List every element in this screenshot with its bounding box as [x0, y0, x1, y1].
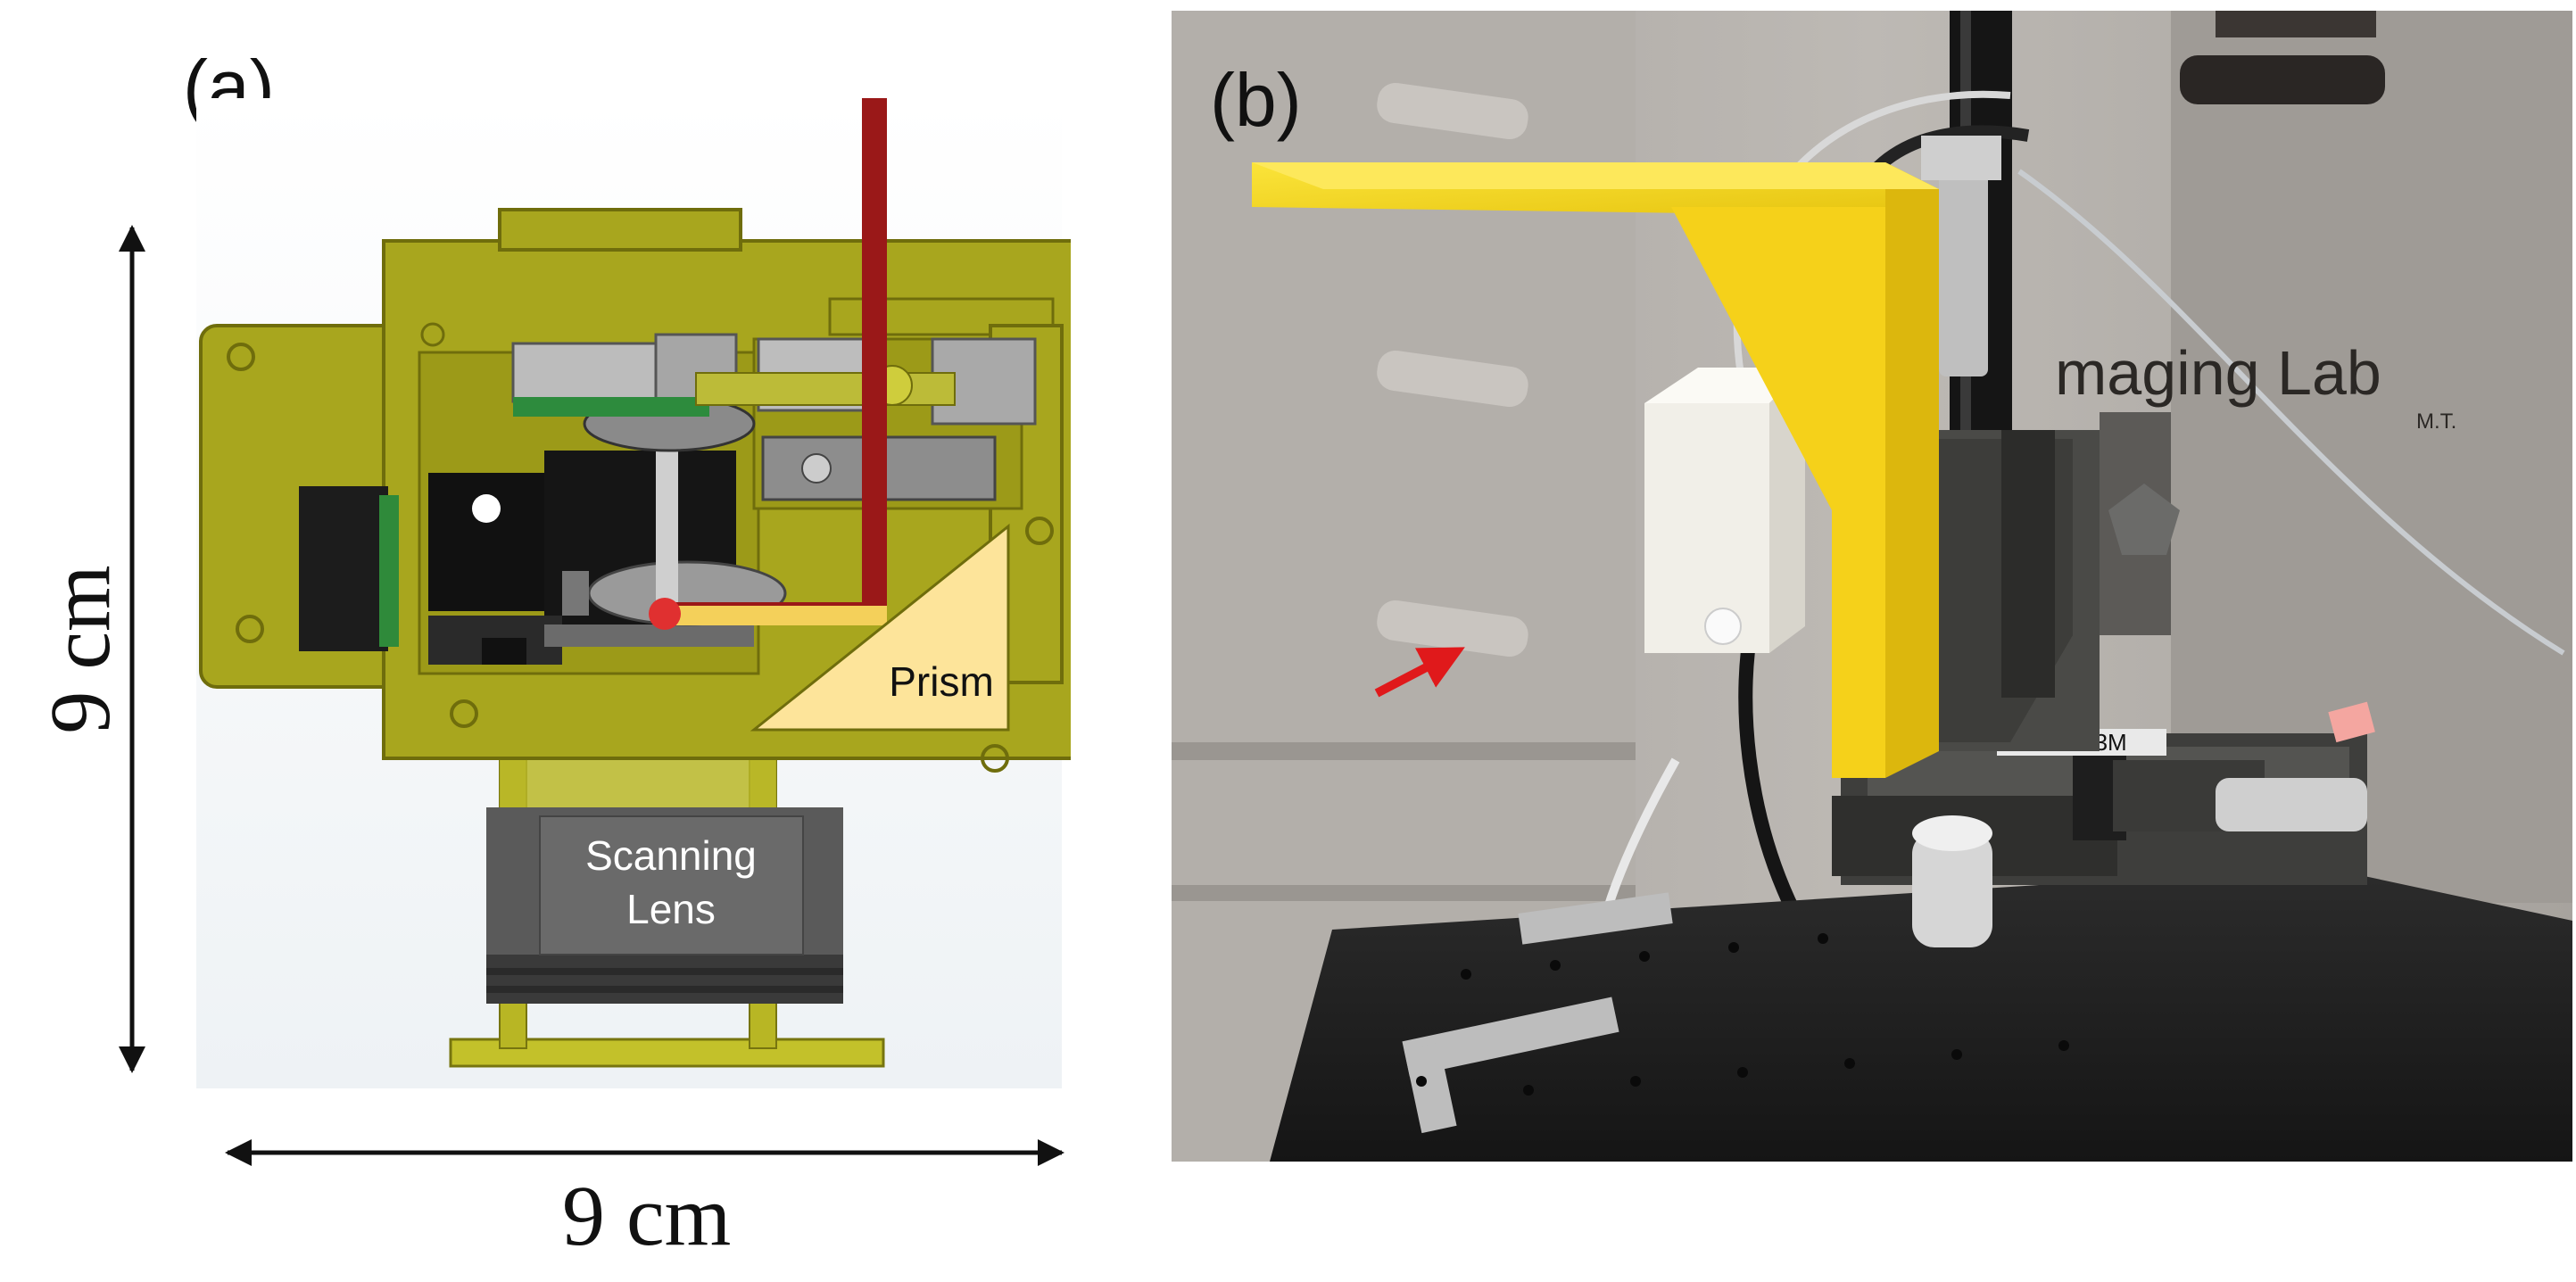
laser-beam-path [649, 98, 887, 630]
scanning-lens [486, 754, 843, 1004]
prism-shape [750, 523, 1010, 732]
panel-b-label: (b) [1210, 58, 1302, 142]
lab-sign-initials: M.T. [2416, 409, 2456, 434]
tape-strip-1 [1518, 892, 1673, 945]
yellow-mount [1252, 162, 1939, 778]
horizontal-dimension-label: 9 cm [562, 1168, 732, 1263]
prism-label: Prism [889, 658, 994, 705]
scanning-lens-label-line1: Scanning [585, 832, 757, 879]
red-pointer-arrow [1374, 647, 1465, 698]
control-boards [511, 333, 738, 417]
scanner-assembly [299, 395, 787, 665]
scanning-lens-label-line2: Lens [626, 886, 716, 932]
panel-b-photo: 06CTS-3M maging Lab M.T. [1172, 11, 2572, 1162]
panel-a-diagram: Scanning Lens [119, 98, 1071, 1166]
vertical-dimension-label: 9 cm [32, 565, 128, 734]
lab-sign-text: maging Lab [2055, 338, 2381, 408]
